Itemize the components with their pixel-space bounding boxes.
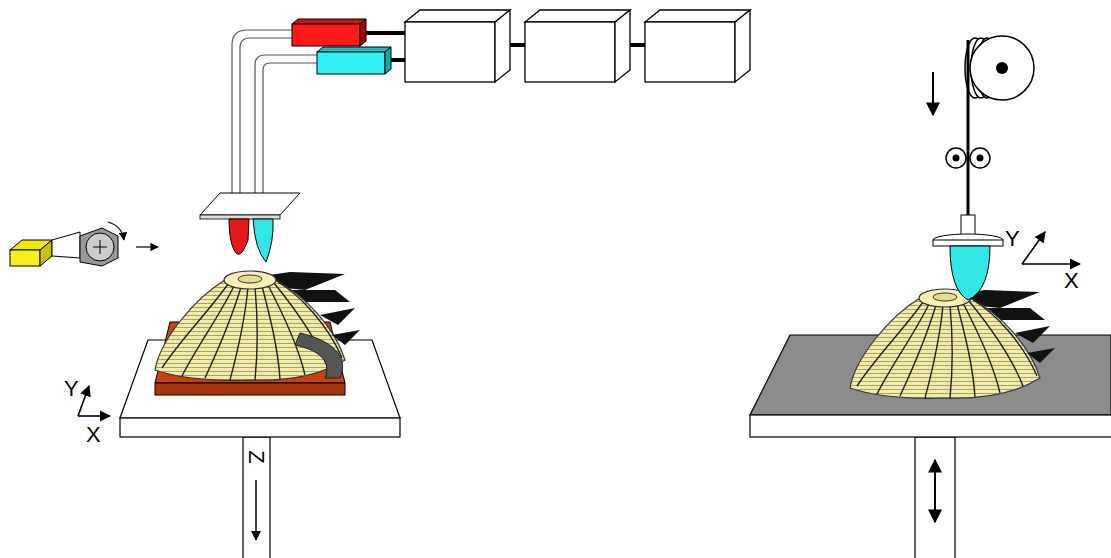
axis-label: X (1064, 270, 1079, 292)
axis-label: Y (64, 378, 79, 400)
axis-label: Z (245, 450, 267, 463)
axis-label: Y (1005, 228, 1020, 250)
axis-label: X (86, 424, 101, 446)
